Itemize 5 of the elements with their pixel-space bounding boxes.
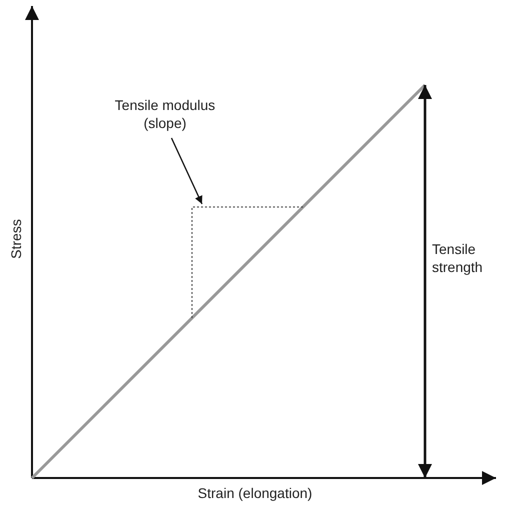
leader-line: [170, 138, 203, 204]
axis-title: Strain (elongation): [196, 484, 314, 502]
axis-title: Stress: [7, 218, 25, 261]
dimension-label: Tensile strength: [432, 240, 484, 276]
annotation-text: Tensile modulus (slope): [100, 96, 230, 132]
